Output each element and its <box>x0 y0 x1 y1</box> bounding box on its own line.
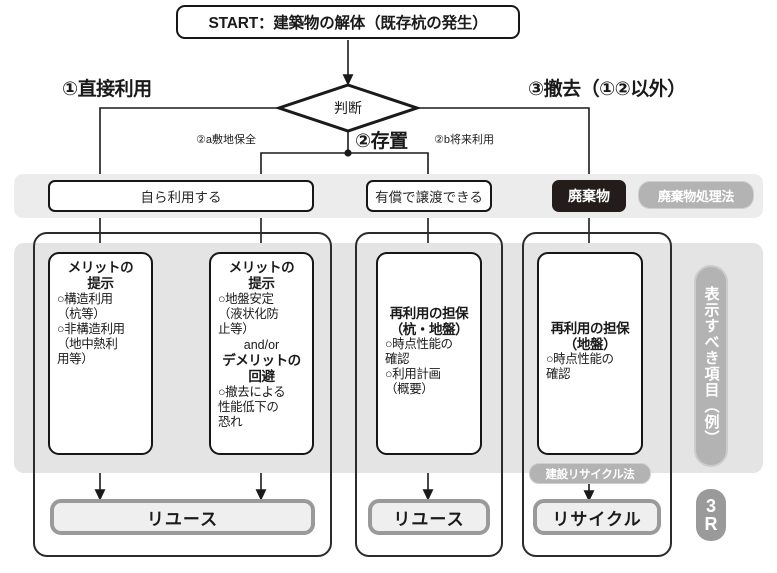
decision-label: 判断 <box>334 100 362 116</box>
result-box-recycle: リサイクル <box>533 499 661 535</box>
decision-diamond: 判断 <box>279 85 417 131</box>
column-frame-direct-use <box>33 232 332 557</box>
column-frame-transfer <box>355 232 503 557</box>
route-label-site-preservation: ②a敷地保全 <box>196 134 256 146</box>
start-box: START：建築物の解体（既存杭の発生） <box>176 5 520 39</box>
detail-card-heading: メリットの提示 <box>67 260 134 291</box>
route-label-direct-use: ①直接利用 <box>62 79 152 100</box>
result-box-reuse-direct: リユース <box>50 499 315 535</box>
detail-card-andor: and/or <box>243 337 280 352</box>
detail-card-items: ○時点性能の確認 <box>546 352 614 382</box>
detail-card-items: ○地盤安定（液状化防止等） <box>218 291 279 336</box>
detail-card-reuse-guarantee-pile-ground: 再利用の担保（杭・地盤） ○時点性能の確認○利用計画（概要） <box>376 252 482 455</box>
detail-card-items: ○構造利用（杭等）○非構造利用（地中熱利用等） <box>57 291 125 366</box>
route-label-leave-in-place: ②存置 <box>355 131 408 152</box>
badge-3r-bottom: R <box>704 514 718 534</box>
badge-3r: 3 R <box>696 489 726 541</box>
status-box-own-use: 自ら利用する <box>48 180 314 212</box>
badge-construction-recycling-law: 建設リサイクル法 <box>529 463 651 484</box>
detail-card-heading: メリットの提示 <box>228 260 295 291</box>
badge-3r-top: 3 <box>705 496 716 516</box>
status-box-waste: 廃棄物 <box>552 180 626 212</box>
column-frame-waste <box>522 232 672 557</box>
route-label-future-use: ②b将来利用 <box>434 134 494 146</box>
detail-card-items-secondary: ○撤去による性能低下の恐れ <box>218 384 286 429</box>
detail-card-merit-demerit: メリットの提示 ○地盤安定（液状化防止等） and/or デメリットの回避 ○撤… <box>209 252 314 455</box>
detail-card-items: ○時点性能の確認○利用計画（概要） <box>385 337 453 397</box>
detail-card-heading-secondary: デメリットの回避 <box>222 352 301 384</box>
detail-card-reuse-guarantee-ground: 再利用の担保（地盤） ○時点性能の確認 <box>537 252 643 455</box>
detail-card-merit-structural: メリットの提示 ○構造利用（杭等）○非構造利用（地中熱利用等） <box>48 252 153 455</box>
detail-card-heading: 再利用の担保（地盤） <box>550 320 630 352</box>
detail-card-heading: 再利用の担保（杭・地盤） <box>389 305 469 337</box>
route-label-removal: ③撤去（①②以外） <box>528 79 686 100</box>
result-box-reuse-transfer: リユース <box>368 499 490 535</box>
side-label-items-to-display: 表示すべき項目（例） <box>694 265 728 467</box>
badge-waste-disposal-law: 廃棄物処理法 <box>638 181 754 209</box>
status-box-transfer: 有償で譲渡できる <box>366 180 492 212</box>
